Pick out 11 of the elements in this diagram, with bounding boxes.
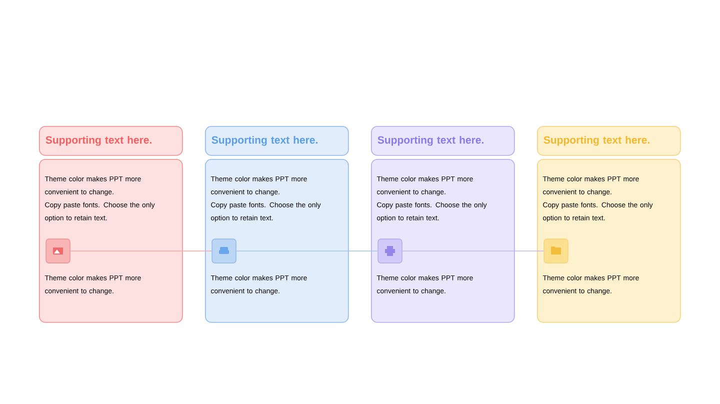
connector-line: [70, 250, 212, 252]
card: [537, 158, 681, 323]
header-box: Supporting text here.: [205, 126, 349, 156]
connector-line: [402, 250, 544, 252]
card: [205, 158, 349, 323]
header-box: Supporting text here.: [537, 126, 681, 156]
card: [39, 158, 183, 323]
card: [371, 158, 515, 323]
header-box: Supporting text here.: [371, 126, 515, 156]
connector-line: [236, 250, 378, 252]
header-box: Supporting text here.: [39, 126, 183, 156]
